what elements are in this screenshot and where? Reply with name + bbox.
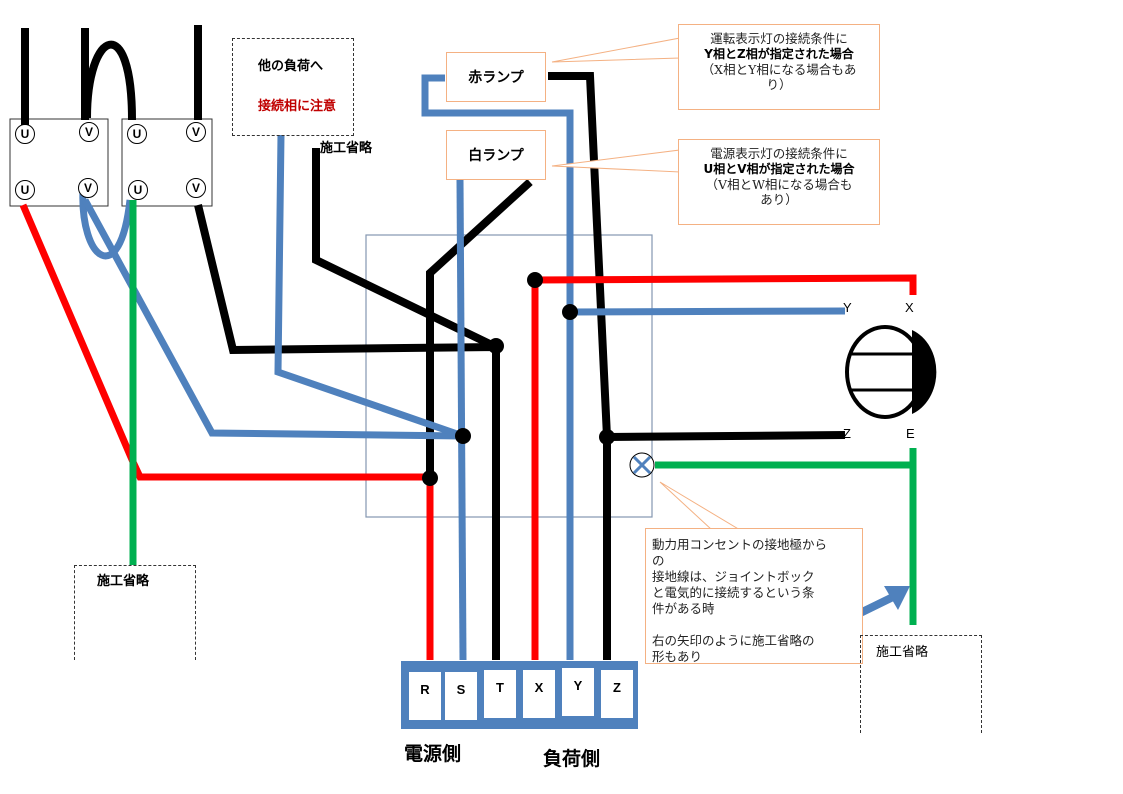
callout-line: （X相とY相になる場合もあ <box>701 62 857 77</box>
blue-wire-white-lamp-S <box>456 179 467 661</box>
switch1-bottom-U: U <box>15 180 35 200</box>
callout-line: 運転表示灯の接続条件に <box>710 31 848 46</box>
caution-phase-label: 接続相に注意 <box>258 99 337 114</box>
blue-wire-switch1-V-to-S <box>81 198 464 440</box>
outlet-label-E: E <box>906 426 915 441</box>
junction-dot <box>599 429 615 445</box>
outlet-label-X: X <box>905 300 914 315</box>
junction-dot <box>562 304 578 320</box>
omitted-box-right <box>860 635 982 733</box>
blue-jumper-wire <box>79 189 134 260</box>
ground-wire-note: 動力用コンセントの接地極から の 接地線は、ジョイントボック と電気的に接続する… <box>645 528 863 664</box>
omitted-label-left: 施工省略 <box>97 574 150 589</box>
load-side-label: 負荷側 <box>543 748 601 770</box>
callout-line: り） <box>766 77 792 92</box>
callout-bold-line: Y相とZ相が指定された場合 <box>704 47 854 61</box>
callout-line: 電源表示灯の接続条件に <box>710 146 848 161</box>
switch2-bottom-U: U <box>128 180 148 200</box>
blue-wire-Y-to-motor <box>569 307 846 316</box>
run-indicator-callout: 運転表示灯の接続条件に Y相とZ相が指定された場合 （X相とY相になる場合もあ … <box>678 24 880 110</box>
terminal-T: T <box>484 670 516 718</box>
blue-wire-red-lamp-Y <box>421 74 574 660</box>
junction-dot <box>488 338 504 354</box>
junction-dot <box>527 272 543 288</box>
terminal-Y: Y <box>562 668 594 716</box>
switch2-bottom-V: V <box>186 178 206 198</box>
terminal-X: X <box>523 670 555 718</box>
black-wire-red-lamp-Z <box>548 72 611 660</box>
terminal-R: R <box>409 672 441 720</box>
omitted-label-right: 施工省略 <box>876 645 929 660</box>
callout-bold-line: U相とV相が指定された場合 <box>703 162 855 176</box>
blue-wire-other-load <box>274 134 465 440</box>
joint-box <box>365 234 653 518</box>
black-wire-other-load <box>312 148 498 351</box>
switch2-top-U: U <box>127 124 147 144</box>
switch2-top-V: V <box>186 122 206 142</box>
junction-dot <box>422 470 438 486</box>
other-load-label: 他の負荷へ <box>258 59 324 74</box>
black-wire-switch2-to-T <box>194 204 500 660</box>
ground-callout-pointer <box>659 481 742 531</box>
black-wire-Z-to-motor <box>606 431 846 441</box>
red-lamp: 赤ランプ <box>446 52 546 102</box>
black-wire-white-lamp <box>426 179 533 478</box>
power-indicator-callout: 電源表示灯の接続条件に U相とV相が指定された場合 （V相とW相になる場合も あ… <box>678 139 880 225</box>
ground-terminal-icon <box>629 452 655 478</box>
red-wire-switch1-U-to-R <box>19 203 434 660</box>
omitted-label-top: 施工省略 <box>320 141 373 156</box>
switch1-top-V: V <box>79 122 99 142</box>
black-jumper-wire <box>83 40 136 121</box>
switch1-top-U: U <box>15 124 35 144</box>
omitted-box-left <box>74 565 196 660</box>
terminal-S: S <box>445 672 477 720</box>
red-wire-X-to-motor <box>531 274 917 660</box>
run-callout-pointer <box>551 37 681 63</box>
callout-line: （V相とW相になる場合も <box>705 177 853 192</box>
callout-line: あり） <box>760 192 798 207</box>
switch1-bottom-V: V <box>78 178 98 198</box>
power-outlet-symbol-icon <box>845 325 937 419</box>
junction-dot <box>455 428 471 444</box>
other-load-box <box>232 38 354 136</box>
white-lamp: 白ランプ <box>446 130 546 180</box>
outlet-label-Y: Y <box>843 300 852 315</box>
source-side-label: 電源側 <box>404 743 462 765</box>
terminal-Z: Z <box>601 670 633 718</box>
outlet-label-Z: Z <box>843 426 851 441</box>
